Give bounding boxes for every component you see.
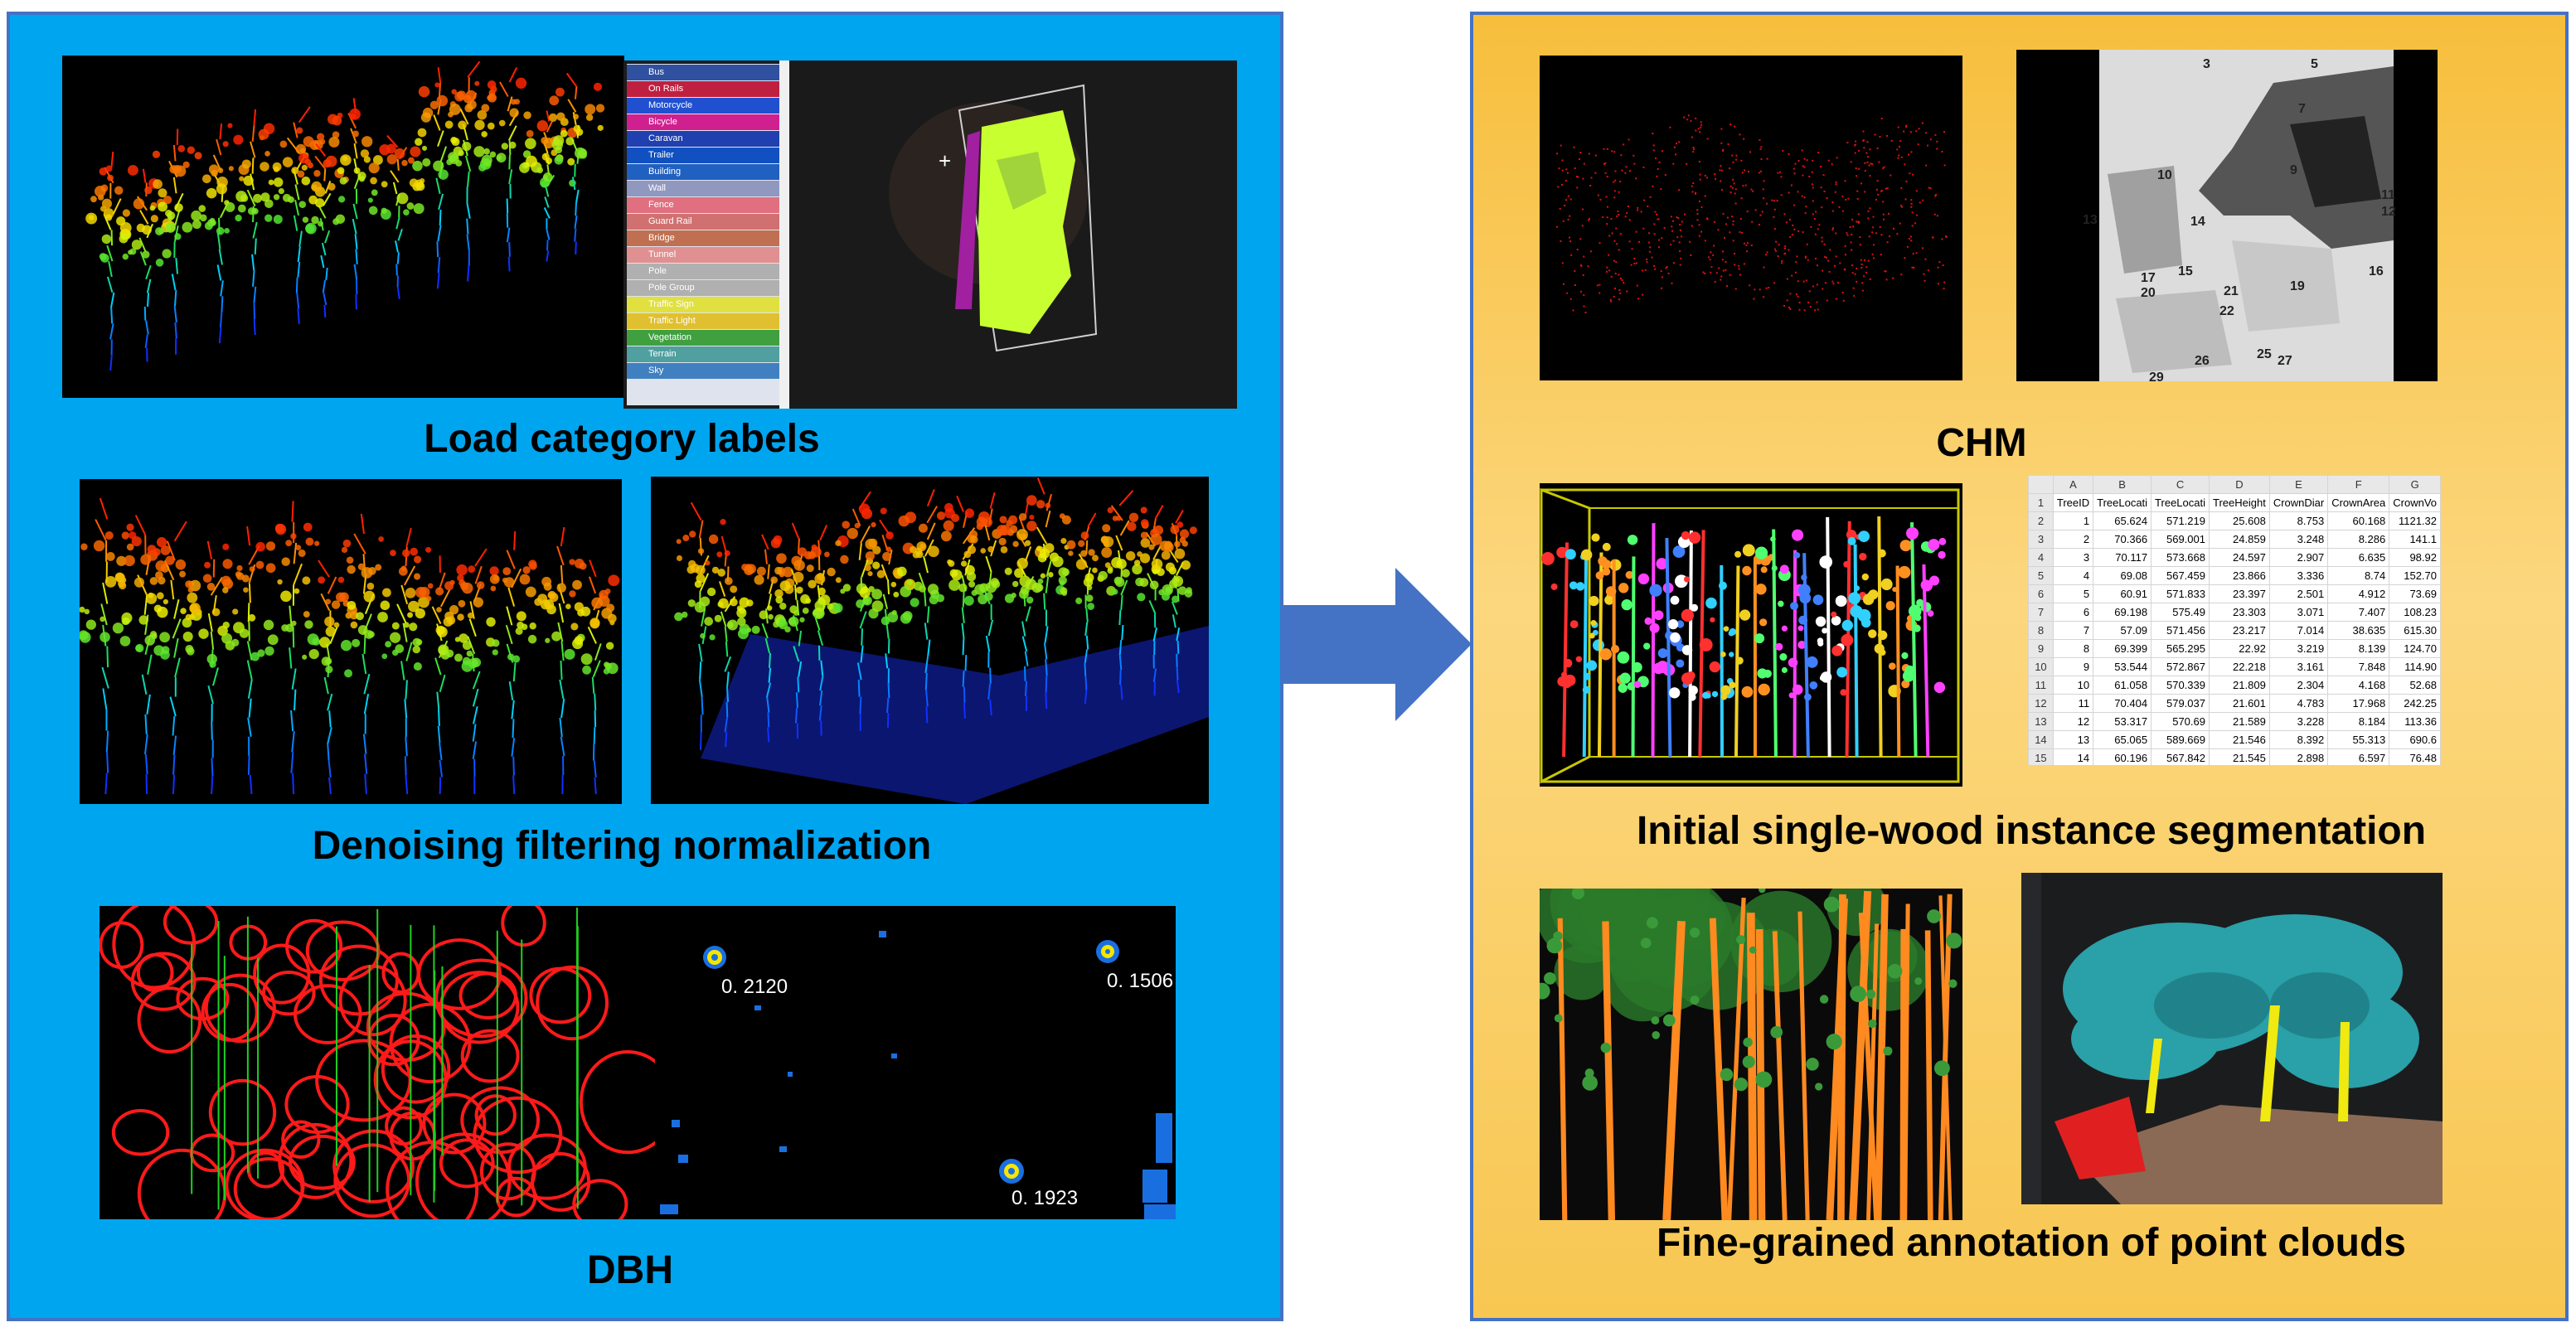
chm-raster-image: 3 5 7 9 10 11 12 13 14 15 16 17 19 20 21 22 26 25 27… [2016,50,2438,381]
dbh-value-2: 0. 1506 [1107,970,1173,992]
svg-text:+: + [939,148,951,173]
label-menu-item: Vegetation [627,330,779,346]
label-menu-item: Pole Group [627,280,779,296]
label-menu-item: Bicycle [627,114,779,130]
dbh-circles-image [99,906,657,1219]
label-menu-item: Bridge [627,230,779,246]
dbh-value-1: 0. 2120 [721,976,788,998]
svg-text:16: 16 [2369,264,2384,279]
label-menu-item: Traffic Light [627,313,779,329]
pointcloud-slope-image [62,56,624,398]
dbh-detection-3 [999,1159,1024,1184]
dbh-detection-1 [703,946,726,969]
svg-text:25: 25 [2257,347,2272,361]
instance-segmentation-image [1540,483,1962,787]
svg-text:19: 19 [2290,279,2305,293]
svg-text:13: 13 [2083,213,2098,227]
svg-text:14: 14 [2190,215,2205,229]
label-menu-item: Wall [627,181,779,196]
dbh-value-3: 0. 1923 [1011,1187,1078,1209]
label-menu-item: Traffic Sign [627,297,779,312]
svg-text:29: 29 [2149,371,2164,381]
svg-text:15: 15 [2178,264,2193,279]
dbh-detection-image: 0. 2120 0. 1506 0. 1923 [655,906,1176,1219]
dbh-detection-2 [1096,940,1119,963]
label-menu-item: On Rails [627,81,779,97]
svg-text:12: 12 [2381,205,2396,219]
caption-denoise: Denoising filtering normalization [312,824,932,868]
fine-annotation-3d-image [2021,873,2443,1204]
label-menu-item: Guard Rail [627,214,779,230]
label-menu-item: Fence [627,197,779,213]
label-menu-item: Bus [627,65,779,80]
label-menu-item: Terrain [627,346,779,362]
pointcloud-trees-oblique-image [651,477,1209,804]
svg-text:21: 21 [2224,284,2239,298]
label-menu-item: Caravan [627,131,779,147]
svg-text:17: 17 [2141,271,2156,285]
label-menu-item: Sky [627,363,779,379]
svg-text:22: 22 [2219,304,2234,318]
svg-text:7: 7 [2298,102,2306,116]
caption-segmentation: Initial single-wood instance segmentatio… [1636,809,2427,853]
caption-dbh: DBH [587,1248,673,1292]
caption-fine-annotation: Fine-grained annotation of point clouds [1657,1221,2406,1265]
svg-text:10: 10 [2157,168,2172,182]
flow-arrow [1281,568,1472,721]
svg-text:5: 5 [2311,57,2318,71]
svg-text:26: 26 [2195,354,2210,368]
svg-text:9: 9 [2290,163,2297,177]
chm-points-image [1540,56,1962,380]
svg-text:3: 3 [2203,57,2210,71]
label-menu-item: Tunnel [627,247,779,263]
caption-load-labels: Load category labels [424,417,820,461]
svg-text:20: 20 [2141,286,2156,300]
pointcloud-trees-front-image [80,479,622,804]
fine-annotation-forest-image [1540,889,1962,1220]
label-menu-item: Motorcycle [627,98,779,114]
label-menu-item: Pole [627,264,779,279]
label-menu-item: Trailer [627,148,779,163]
svg-text:11: 11 [2381,188,2395,202]
svg-text:27: 27 [2278,354,2292,368]
label-menu-item: Building [627,164,779,180]
caption-chm: CHM [1936,421,2027,465]
